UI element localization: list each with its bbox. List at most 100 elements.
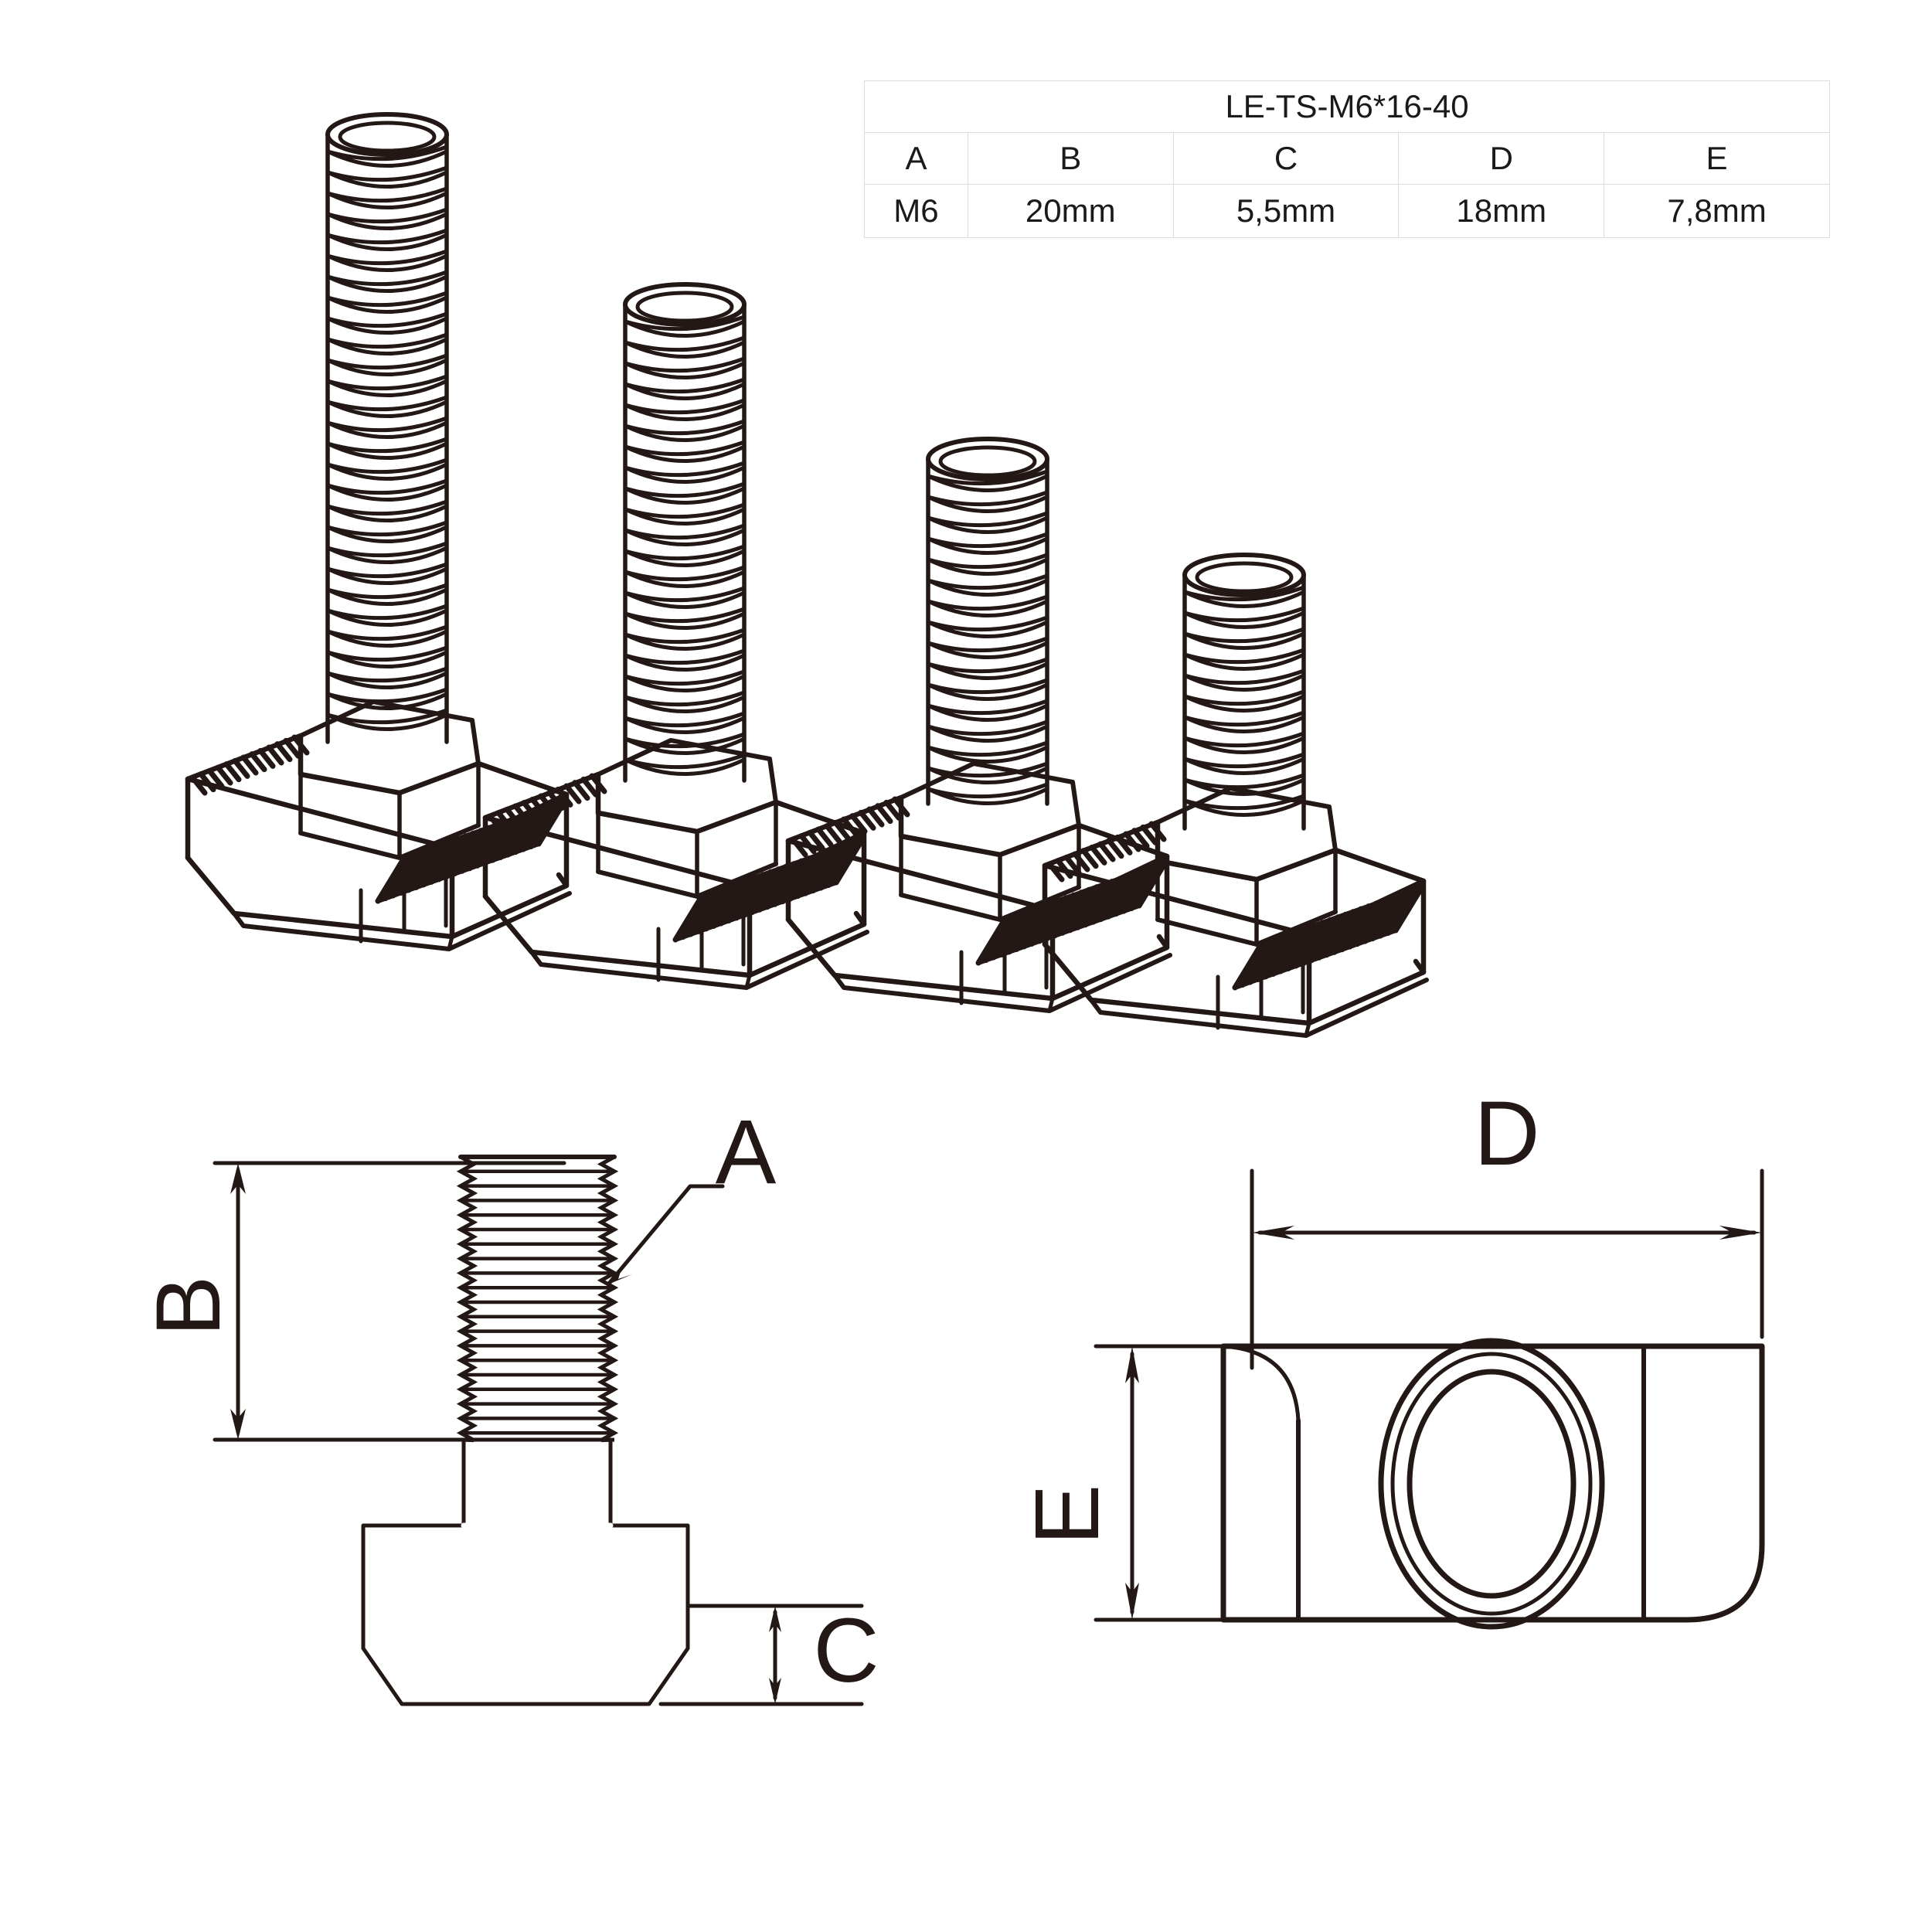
c-arrowhead-bottom [769,1678,781,1704]
boss-bottom-edges [298,823,481,860]
nut-bottom-outline [482,893,867,978]
a-leader-line [606,1184,725,1287]
knurl-band-edges [1233,885,1424,990]
dimension-label-e: E [1016,1485,1118,1546]
boss-bottom-edges [1155,910,1338,947]
boss-bottom-edges [596,862,778,899]
shaft-thread-turns [1182,585,1306,817]
nut-top-face [482,771,867,890]
dimension-label-c: C [813,1600,879,1702]
shaft-thread-turns [623,315,747,776]
shaft-side-lines [1182,573,1306,831]
threaded-shaft [325,112,449,744]
bolt-4-shortest [1042,553,1429,1038]
shaft-thread-turns [325,145,449,731]
shaft-top-inner-ellipse [338,121,437,153]
nut-bottom-outline [185,855,570,940]
d-arrowhead-left [1252,1226,1294,1240]
nut-top-face [185,733,570,852]
nut-vertical-edges [785,838,1170,1002]
knurl-band-left [1046,821,1167,883]
knurl-band-right [1232,884,1425,991]
nut-bottom-corner [744,973,752,990]
spec-table-title-row: LE-TS-M6*16-40 [864,80,1830,133]
spec-header-c: C [1172,132,1400,185]
boss-vertical-edges [899,823,1081,922]
nut-bottom-outline [785,917,1170,1002]
boss-vertical-edges [1155,848,1338,947]
isometric-bolt-group [185,112,1429,1038]
shaft-top-ellipse [926,437,1049,481]
front-thread-flanks [456,1155,619,1443]
nut-bottom-corner [1047,996,1055,1013]
thread-inner-ellipse [1406,1369,1577,1599]
nut-bottom-corner [1304,1021,1311,1038]
shaft-top-inner-ellipse [635,291,734,323]
spec-value-c: 5,5mm [1172,184,1400,238]
shaft-top-inner-ellipse [1195,561,1294,594]
boss-bottom-edges [899,885,1081,922]
nut-bottom-chamfer [232,891,572,951]
nut-top-face [1042,819,1427,938]
shaft-top-inner-ellipse [938,445,1037,478]
nut-top-face [785,794,1170,913]
spec-header-b: B [967,132,1174,185]
t-slot-nut-head [482,738,869,990]
front-thread-crest-lines [458,1155,617,1435]
boss-top-face [899,761,1081,857]
boss-vertical-edges [298,761,481,860]
nut-body-outline [1220,1343,1765,1623]
nut-bottom-chamfer [529,930,869,990]
thread-mid-ellipse [1390,1352,1593,1616]
shaft-top-ellipse [1182,553,1306,597]
t-slot-nut-head [185,699,572,951]
boss-vertical-edges [596,800,778,899]
threaded-shaft [1182,553,1306,831]
nut-vertical-edges [482,815,867,978]
spec-table-title: LE-TS-M6*16-40 [864,80,1830,133]
spec-table-value-row: M6 20mm 5,5mm 18mm 7,8mm [864,184,1830,238]
e-arrowhead-top [1125,1346,1139,1383]
shaft-top-ellipse [623,282,747,327]
knurl-band-edges [673,837,865,942]
t-slot-nut-head [1042,786,1429,1038]
c-arrowhead-top [769,1606,781,1632]
front-view-thread [456,1155,619,1443]
knurl-band-edges [376,798,567,903]
nut-front-detail-lines [656,896,746,982]
nut-front-detail-lines [1216,944,1305,1030]
shaft-side-lines [325,132,449,744]
knurl-band-right [672,836,866,943]
knurl-band-left [189,734,310,796]
knurl-band-left [790,796,910,858]
spec-table: LE-TS-M6*16-40 A B C D E M6 20mm 5,5mm 1… [864,80,1830,238]
b-arrowhead-bottom [230,1409,246,1440]
bolt-3 [785,437,1172,1013]
spec-value-e: 7,8mm [1604,184,1830,238]
callout-label-a: A [716,1101,777,1203]
nut-vertical-edges [1042,862,1427,1026]
dimension-label-d: D [1474,1083,1539,1185]
bolt-2 [482,282,869,990]
t-slot-nut-head [785,761,1172,1013]
knurl-band-right [975,859,1168,966]
spec-header-d: D [1398,132,1605,185]
bolt-1-longest [185,112,572,951]
nut-bottom-chamfer [1089,978,1429,1038]
e-arrowhead-bottom [1125,1583,1139,1620]
nut-vertical-edges [185,776,570,940]
nut-bottom-outline [1042,941,1427,1026]
top-view-drawing [1094,1168,1765,1630]
head-profile [361,1523,690,1706]
neck-sides [461,1437,613,1528]
knurl-band-right [375,798,568,904]
front-view-drawing [213,1155,864,1706]
dimension-label-b: B [138,1276,240,1337]
spec-table-header-row: A B C D E [864,132,1830,185]
nut-fillet-arc [1221,1344,1301,1423]
shaft-thread-turns [926,469,1049,805]
nut-bottom-corner [447,934,454,951]
shaft-top-ellipse [325,112,449,157]
